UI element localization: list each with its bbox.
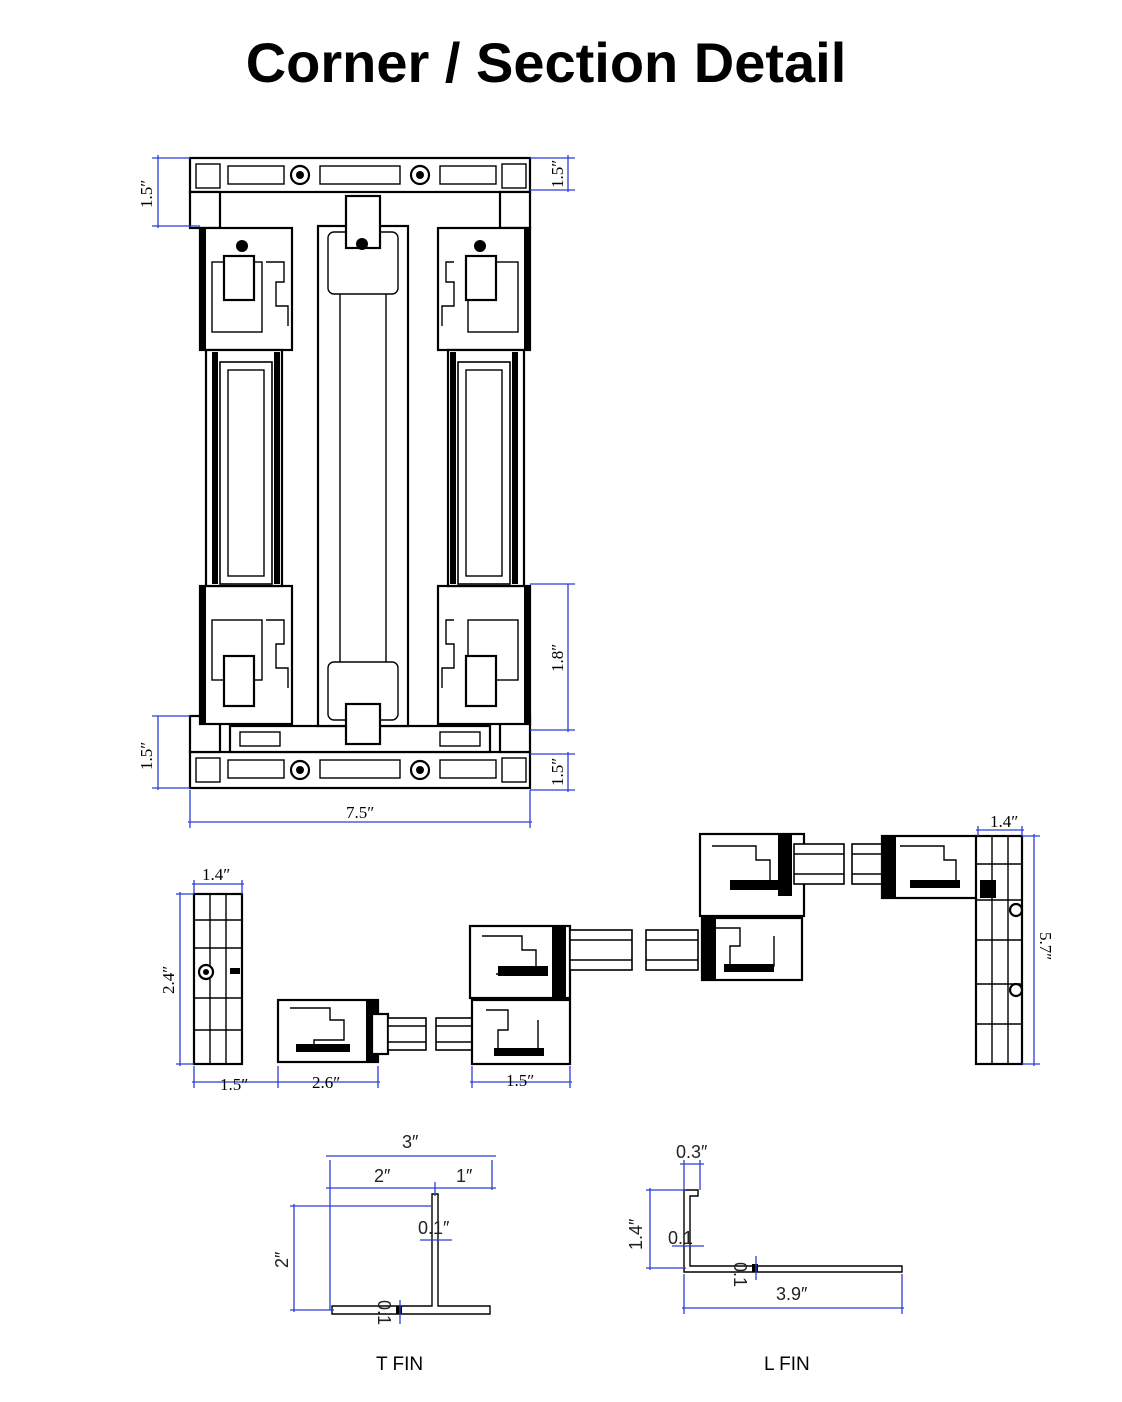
l-fin-thk-h: 0.1 [730, 1262, 750, 1287]
corner-detail: 1.4″ 2.4″ 1.5″ 2.6″ 1.5″ 1.4″ 5.7″ [159, 812, 1055, 1094]
section-detail: 1.5″ 1.5″ 1.8″ 1.5″ 1.5″ 7.5″ [137, 155, 575, 828]
t-fin-thk-top: 0.1″ [418, 1218, 450, 1238]
dim-top-left: 1.5″ [137, 180, 156, 208]
left-sash [198, 226, 294, 726]
dim-top-right: 1.5″ [548, 160, 567, 188]
t-fin-label: T FIN [376, 1354, 423, 1375]
page-title: Corner / Section Detail [245, 31, 847, 94]
section-dimensions: 1.5″ 1.5″ 1.8″ 1.5″ 1.5″ 7.5″ [137, 155, 575, 828]
left-post [192, 892, 244, 1066]
t-fin-total: 3″ [402, 1132, 419, 1152]
dim-frame-a: 2.6″ [312, 1073, 340, 1092]
top-rail [188, 156, 532, 230]
frame-upper [698, 832, 899, 982]
dim-right-post-width: 1.4″ [990, 812, 1018, 831]
l-fin-length: 3.9″ [776, 1284, 808, 1304]
right-post [880, 834, 1024, 1066]
frame-middle [435, 924, 699, 1066]
right-sash [436, 226, 532, 726]
t-fin-left: 2″ [374, 1166, 391, 1186]
t-fin-right: 1″ [456, 1166, 473, 1186]
dim-width: 7.5″ [346, 803, 374, 822]
dim-bottom-left: 1.5″ [137, 742, 156, 770]
l-fin: 0.3″ 1.4″ 0.1 0.1 3.9″ L FIN [626, 1142, 904, 1375]
dim-bottom-right: 1.5″ [548, 758, 567, 786]
t-fin-thk-bottom: 0.1 [374, 1300, 394, 1325]
dim-right-mid: 1.8″ [548, 644, 567, 672]
t-fin-height: 2″ [272, 1251, 292, 1268]
bottom-rail [188, 712, 532, 790]
dim-right-post-height: 5.7″ [1036, 932, 1055, 960]
l-fin-height: 1.4″ [626, 1218, 646, 1250]
dim-frame-b: 1.5″ [506, 1071, 534, 1090]
corner-dimensions: 1.4″ 2.4″ 1.5″ 2.6″ 1.5″ 1.4″ 5.7″ [159, 812, 1055, 1094]
frame-left [276, 998, 427, 1064]
l-fin-thk-v: 0.1 [668, 1228, 693, 1248]
dim-post-base: 1.5″ [220, 1075, 248, 1094]
dim-post-height: 2.4″ [159, 966, 178, 994]
l-fin-label: L FIN [764, 1354, 810, 1375]
center-mullion [316, 194, 410, 746]
dim-post-width: 1.4″ [202, 865, 230, 884]
t-fin: 3″ 2″ 1″ 2″ 0.1″ 0.1 T FIN [272, 1132, 496, 1375]
l-fin-top: 0.3″ [676, 1142, 708, 1162]
